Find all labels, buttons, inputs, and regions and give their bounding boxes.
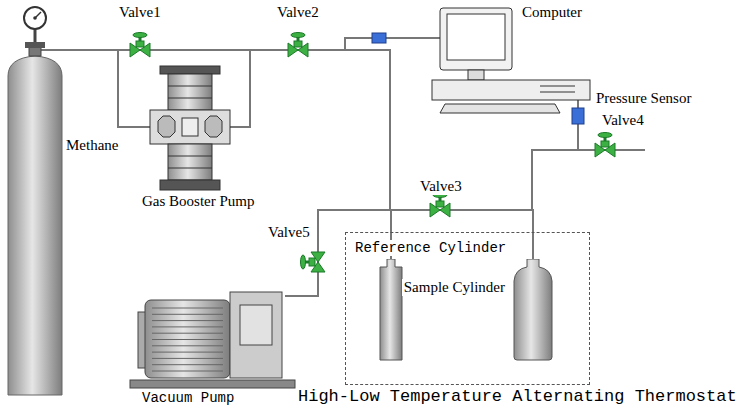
motor-fins [152, 320, 223, 321]
pipe-network [345, 38, 440, 50]
vacuum-pump [130, 380, 295, 388]
motor-fins [152, 345, 223, 346]
valve-label: Valve1 [117, 4, 163, 21]
signal-connector [372, 33, 386, 43]
motor-fins [152, 314, 223, 315]
gas-booster-pump [150, 66, 230, 190]
gas-booster-pump [160, 180, 220, 190]
methane-cylinder [25, 42, 45, 48]
pipe-network [38, 50, 390, 210]
cylinder-body [380, 259, 402, 360]
valve-label: Valve4 [600, 112, 646, 129]
valve-symbols [301, 252, 326, 272]
methane-cylinder [8, 56, 62, 395]
vacuum-pump [230, 292, 282, 378]
cylinder-outline [513, 259, 553, 361]
gas-booster-pump [205, 116, 222, 137]
computer [468, 70, 484, 80]
sensor-label: Pressure Sensor [594, 90, 693, 107]
node-heading: Reference Cylinder [353, 240, 508, 256]
valve-symbols [430, 193, 450, 218]
motor-fins [152, 364, 223, 365]
vacuum-pump [130, 292, 295, 388]
computer [540, 92, 575, 93]
methane-cylinder [24, 7, 46, 29]
gas-booster-pump [168, 156, 212, 157]
gas-booster-pump [168, 86, 212, 87]
valve-symbols [130, 33, 150, 58]
vacuum-pump [240, 305, 272, 345]
valve-label: Valve5 [266, 224, 312, 241]
motor-fins [152, 371, 223, 372]
gas-booster-pump [158, 116, 175, 137]
gas-booster-pump [160, 66, 220, 74]
motor-fins [152, 339, 223, 340]
valve-label: Valve2 [275, 4, 321, 21]
valve-symbols [595, 133, 615, 158]
computer [540, 86, 575, 87]
computer [432, 8, 590, 113]
computer [440, 104, 560, 113]
reference-cylinder: Reference Cylinder [379, 259, 403, 361]
motor-fins [152, 352, 223, 353]
cylinder-body [514, 259, 552, 360]
motor-fins [152, 358, 223, 359]
motor-fins [152, 308, 223, 371]
pump-label: Gas Booster Pump [140, 193, 257, 210]
motor-fins [152, 326, 223, 327]
gas-label: Methane [64, 137, 120, 154]
gas-booster-pump [182, 118, 198, 136]
pump-label: Vacuum Pump [140, 390, 236, 406]
computer [432, 80, 590, 100]
cylinder-outline [379, 259, 403, 361]
vacuum-pump [145, 300, 230, 378]
pipe-network [38, 38, 645, 296]
computer [447, 14, 505, 60]
pressure-sensor [572, 108, 584, 124]
gas-booster-pump [168, 98, 212, 99]
gas-booster-pump [168, 168, 212, 169]
valve-label: Valve3 [418, 178, 464, 195]
signal-connector [372, 33, 386, 43]
gas-booster-pump [150, 110, 230, 144]
node-heading: Sample Cylinder [402, 279, 507, 296]
valve-symbols [288, 33, 308, 58]
valve-symbols [130, 33, 615, 273]
motor-fins [152, 333, 223, 334]
pressure-sensor [572, 108, 584, 124]
methane-cylinder [8, 7, 62, 395]
gas-booster-pump [168, 74, 212, 110]
computer [440, 8, 512, 70]
methane-cylinder [34, 29, 37, 42]
node-heading: High-Low Temperature Alternating Thermos… [296, 387, 739, 406]
motor-fins [152, 308, 223, 309]
methane-cylinder [33, 16, 37, 20]
thermostat-region: High-Low Temperature Alternating Thermos… [345, 232, 590, 385]
device-label: Computer [520, 4, 584, 21]
pipe-network [532, 150, 645, 210]
gas-booster-pump [168, 144, 212, 180]
sample-cylinder: Sample Cylinder [513, 259, 553, 361]
